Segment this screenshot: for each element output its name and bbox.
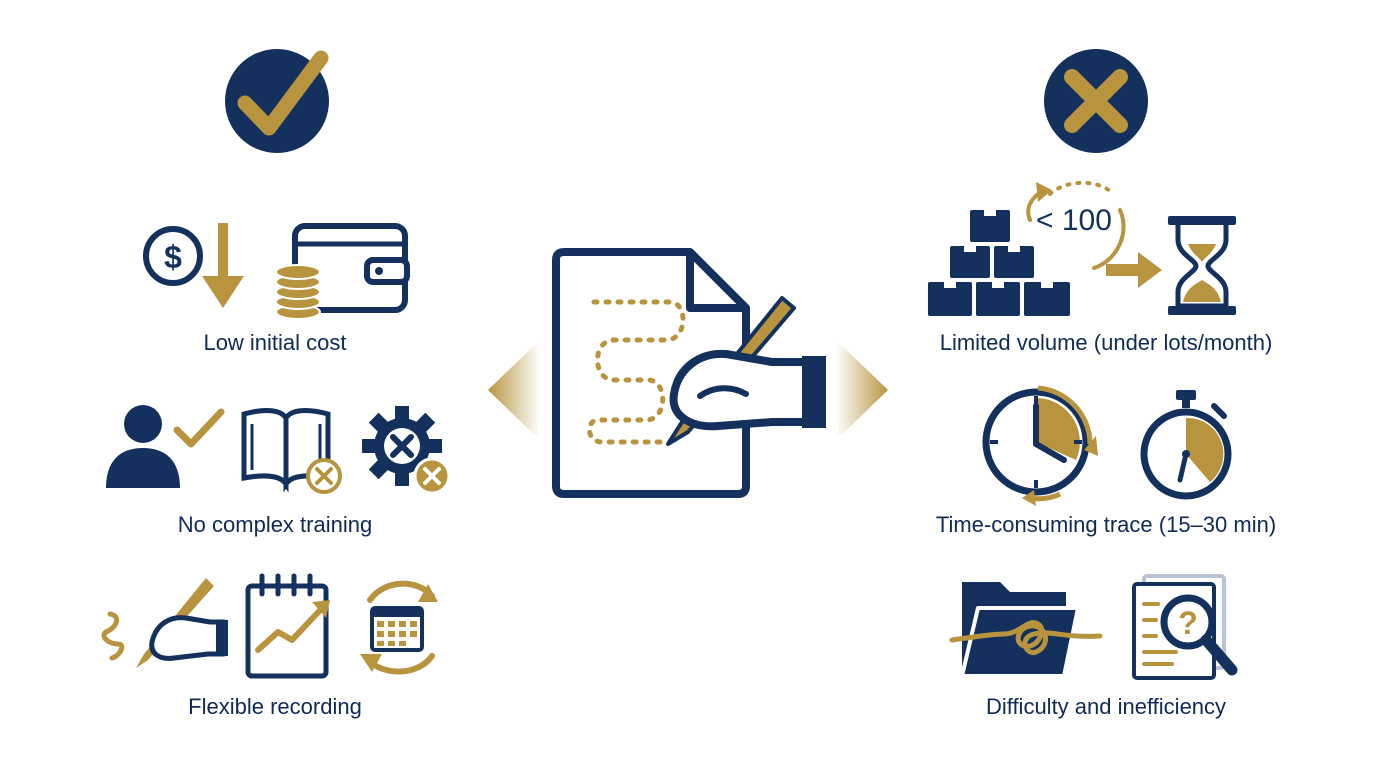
right-arrow-shape: [836, 340, 888, 440]
pros-item-label: No complex training: [177, 512, 373, 537]
volume-cycle-ring: [1026, 180, 1126, 270]
hourglass-icon: [1168, 216, 1236, 315]
calendar-cycle-icon: [360, 580, 438, 675]
cons-item-label: Difficulty and inefficiency: [985, 694, 1227, 719]
gear-x-icon: [362, 406, 451, 495]
hand-pencil-icon: [101, 578, 228, 668]
clock-icon: [982, 385, 1098, 506]
volume-badge: < 100: [1036, 204, 1112, 237]
left-arrow-shape: [488, 340, 540, 440]
pros-item-label: Flexible recording: [188, 694, 362, 719]
svg-text:$: $: [164, 239, 182, 275]
check-circle-icon: [225, 49, 329, 153]
dollar-down-icon: $: [143, 223, 244, 308]
coins-icon: [275, 264, 321, 320]
x-circle-icon: [1044, 49, 1148, 153]
user-check-icon: [106, 405, 225, 488]
cons-item-label: Time-consuming trace (15–30 min): [935, 512, 1277, 537]
boxes-icon: [928, 210, 1070, 316]
tangled-folder-icon: [949, 582, 1103, 678]
pros-item-label: Low initial cost: [203, 330, 347, 355]
arrow-right-icon: [1106, 252, 1162, 288]
notepad-chart-icon: [245, 573, 330, 679]
cons-item-label: Limited volume (under lots/month): [939, 330, 1273, 355]
svg-text:?: ?: [1178, 605, 1198, 641]
book-x-icon: [241, 408, 342, 494]
search-question-icon: ?: [1132, 574, 1238, 680]
handwritten-document-icon: [552, 248, 826, 498]
stopwatch-icon: [1140, 390, 1232, 500]
